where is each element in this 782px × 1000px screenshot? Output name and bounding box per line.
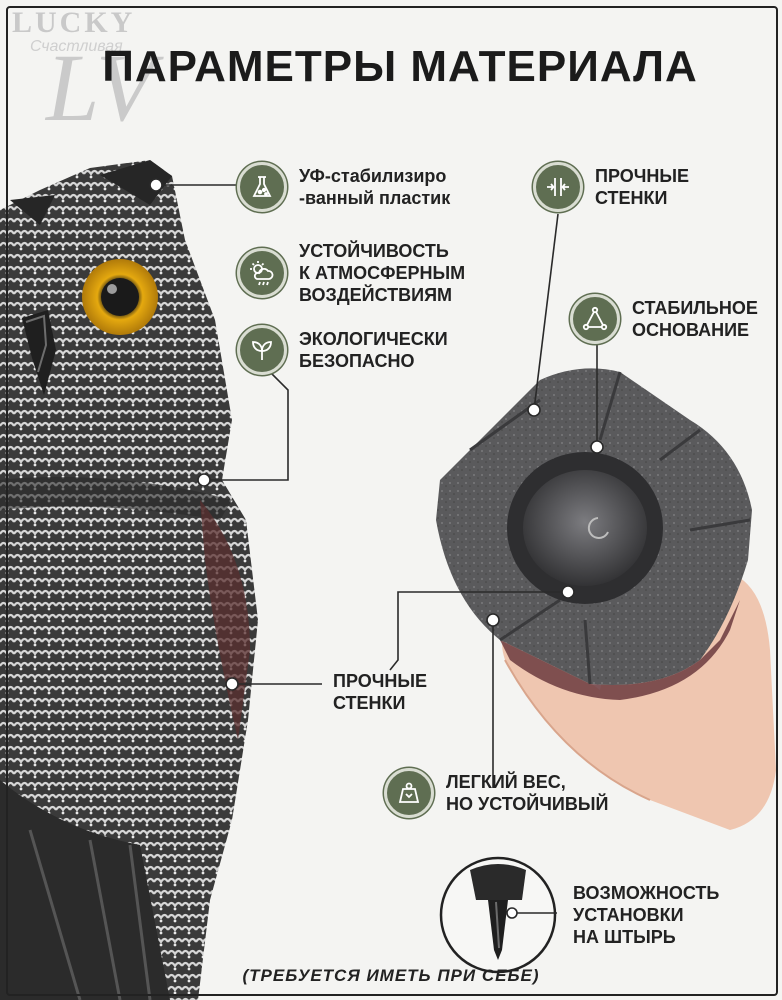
compress-icon (533, 162, 583, 212)
pointer-dot (225, 677, 239, 691)
feature-weather-line3: ВОЗДЕЙСТВИЯМ (299, 285, 453, 305)
footnote: (ТРЕБУЕТСЯ ИМЕТЬ ПРИ СЕБЕ) (242, 966, 540, 985)
logo-word: LUCKY (12, 6, 136, 39)
feature-base-line2: ОСНОВАНИЕ (632, 320, 750, 340)
owl-figure (0, 160, 258, 1000)
feature-stake-line2: УСТАНОВКИ (573, 905, 684, 925)
feature-weather-line2: К АТМОСФЕРНЫМ (299, 263, 466, 283)
leader-lines (156, 184, 598, 914)
feature-walls-mid-line2: СТЕНКИ (333, 693, 406, 713)
feature-eco-line2: БЕЗОПАСНО (299, 351, 415, 371)
pointer-dot (506, 907, 518, 919)
base-and-hand (436, 368, 776, 830)
feature-uv-line1: УФ-стабилизиро (299, 166, 447, 186)
feature-weight-line1: ЛЕГКИЙ ВЕС, (446, 772, 566, 792)
triangle-icon (570, 294, 620, 344)
pointer-dot (149, 178, 163, 192)
feature-uv-plastic: УФ-стабилизиро -ванный пластик (237, 162, 450, 212)
page-title: ПАРАМЕТРЫ МАТЕРИАЛА (102, 42, 698, 91)
pointer-dot (527, 403, 541, 417)
weather-icon (237, 248, 287, 298)
feature-eco-line1: ЭКОЛОГИЧЕСКИ (299, 329, 448, 349)
logo-mark: LV (46, 34, 155, 141)
stake-illustration (439, 856, 557, 974)
pointer-dot (486, 613, 500, 627)
feature-weather-line1: УСТОЙЧИВОСТЬ (299, 241, 449, 261)
feature-stable-base: СТАБИЛЬНОЕ ОСНОВАНИЕ (570, 294, 758, 344)
feature-eco: ЭКОЛОГИЧЕСКИ БЕЗОПАСНО (237, 325, 448, 375)
brand-watermark: LV LUCKY Счастливая (12, 6, 222, 141)
feature-weight-line2: НО УСТОЙЧИВЫЙ (446, 794, 609, 814)
feature-weather: УСТОЙЧИВОСТЬ К АТМОСФЕРНЫМ ВОЗДЕЙСТВИЯМ (237, 240, 465, 306)
pointer-dot (590, 440, 604, 454)
feature-walls-top: ПРОЧНЫЕ СТЕНКИ (533, 162, 689, 212)
feature-base-line1: СТАБИЛЬНОЕ (632, 298, 758, 318)
leaf-icon (237, 325, 287, 375)
feature-stake-mount: ВОЗМОЖНОСТЬ УСТАНОВКИ НА ШТЫРЬ (573, 882, 719, 948)
feature-walls-mid-line1: ПРОЧНЫЕ (333, 671, 427, 691)
weight-icon (384, 768, 434, 818)
feature-stake-line3: НА ШТЫРЬ (573, 927, 676, 947)
feature-stake-line1: ВОЗМОЖНОСТЬ (573, 883, 720, 903)
feature-uv-line2: -ванный пластик (299, 188, 451, 208)
feature-walls-mid: ПРОЧНЫЕ СТЕНКИ (333, 670, 427, 714)
feature-walls-top-line1: ПРОЧНЫЕ (595, 166, 689, 186)
feature-light-weight: ЛЕГКИЙ ВЕС, НО УСТОЙЧИВЫЙ (384, 768, 608, 818)
logo-subtitle: Счастливая (30, 38, 123, 55)
feature-walls-top-line2: СТЕНКИ (595, 188, 668, 208)
pointer-dot (561, 585, 575, 599)
uv-plastic-icon (237, 162, 287, 212)
pointer-dot (197, 473, 211, 487)
